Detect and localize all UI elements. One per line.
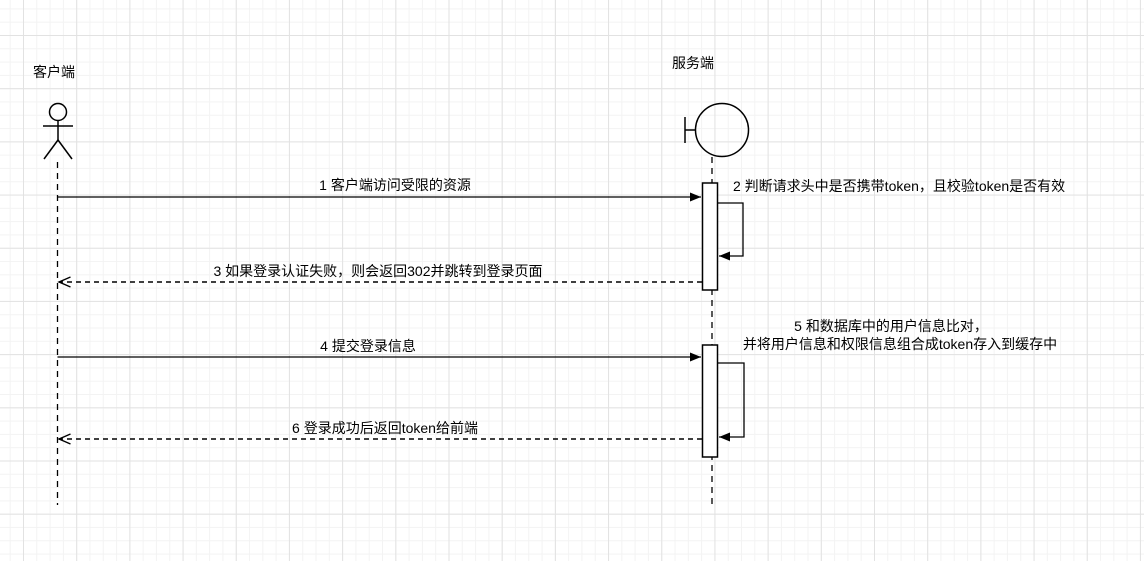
- message-6[interactable]: 6 登录成功后返回token给前端: [57, 420, 702, 445]
- actor-icon[interactable]: [43, 102, 73, 160]
- participant-label-server[interactable]: 服务端: [672, 55, 714, 71]
- message-2-label[interactable]: 2 判断请求头中是否携带token，且校验token是否有效: [733, 178, 1065, 194]
- message-2[interactable]: 2 判断请求头中是否携带token，且校验token是否有效: [717, 178, 1066, 261]
- boundary-icon[interactable]: [684, 102, 750, 158]
- message-4-label[interactable]: 4 提交登录信息: [320, 338, 416, 354]
- message-3-label[interactable]: 3 如果登录认证失败，则会返回302并跳转到登录页面: [213, 263, 542, 279]
- message-5[interactable]: 5 和数据库中的用户信息比对， 并将用户信息和权限信息组合成token存入到缓存…: [717, 318, 1058, 442]
- activation-bar-2[interactable]: [701, 344, 719, 458]
- participant-label-client[interactable]: 客户端: [33, 64, 75, 80]
- message-4[interactable]: 4 提交登录信息: [57, 338, 702, 362]
- message-3[interactable]: 3 如果登录认证失败，则会返回302并跳转到登录页面: [57, 263, 702, 288]
- message-2-line[interactable]: [717, 202, 744, 261]
- message-5-line[interactable]: [717, 362, 745, 442]
- message-1-label[interactable]: 1 客户端访问受限的资源: [319, 177, 471, 193]
- message-5-label-line1[interactable]: 5 和数据库中的用户信息比对，: [794, 318, 988, 334]
- activation-bar-1[interactable]: [701, 182, 719, 291]
- message-5-label-line2[interactable]: 并将用户信息和权限信息组合成token存入到缓存中: [743, 336, 1057, 352]
- participant-client[interactable]: 客户端: [33, 64, 75, 505]
- message-1[interactable]: 1 客户端访问受限的资源: [57, 177, 702, 202]
- message-6-label[interactable]: 6 登录成功后返回token给前端: [292, 420, 478, 436]
